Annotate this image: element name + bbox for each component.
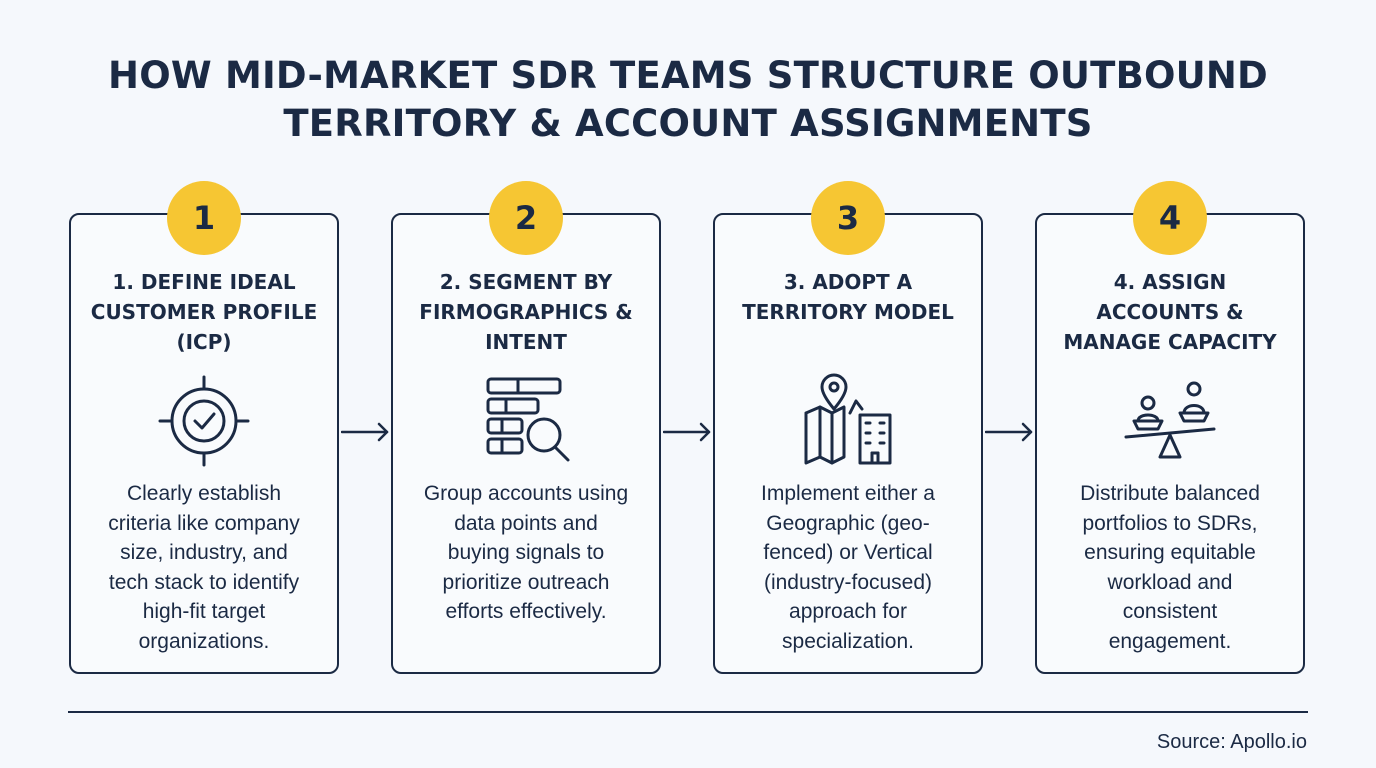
step-description: Distribute balanced portfolios to SDRs, …	[1045, 479, 1295, 656]
step-description-line: size, industry, and	[120, 541, 288, 564]
step-description-line: high-fit target	[142, 600, 266, 623]
step-description: Group accounts using data points and buy…	[401, 479, 651, 627]
step-description-line: approach for	[789, 600, 907, 623]
step-description-line: prioritize outreach	[442, 570, 610, 594]
title-line-2: TERRITORY & ACCOUNT ASSIGNMENTS	[283, 102, 1093, 145]
step-description-line: Implement either a	[761, 482, 935, 505]
data-search-icon	[486, 377, 570, 462]
step-description-line: data points and	[454, 511, 598, 535]
step-description-line: portfolios to SDRs,	[1082, 511, 1258, 535]
step-card-4: 4 4. ASSIGN ACCOUNTS & MANAGE CAPACITY D…	[1035, 181, 1305, 674]
step-description-line: ensuring equitable	[1084, 541, 1256, 564]
step-title-line: (ICP)	[176, 330, 232, 354]
step-description-line: specialization.	[782, 629, 914, 653]
step-description-line: engagement.	[1108, 629, 1232, 653]
step-description-line: Clearly establish	[126, 482, 282, 505]
step-title-line: TERRITORY MODEL	[742, 300, 954, 324]
title-line-1: HOW MID-MARKET SDR TEAMS STRUCTURE OUTBO…	[108, 54, 1268, 97]
step-title-line: ACCOUNTS &	[1096, 300, 1244, 324]
step-description: Clearly establish criteria like company …	[79, 479, 329, 656]
step-description-line: tech stack to identify	[108, 570, 300, 594]
step-title: 3. ADOPT A TERRITORY MODEL	[723, 267, 973, 327]
step-description-line: workload and	[1107, 570, 1233, 594]
arrow-right-icon	[985, 422, 1033, 442]
step-card-3: 3 3. ADOPT A TERRITORY MODEL Implement e…	[713, 181, 983, 674]
step-description-line: buying signals to	[447, 541, 605, 564]
step-title: 1. DEFINE IDEAL CUSTOMER PROFILE (ICP)	[79, 267, 329, 357]
target-icon	[158, 375, 250, 467]
page-title: HOW MID-MARKET SDR TEAMS STRUCTURE OUTBO…	[0, 52, 1376, 148]
step-title-line: MANAGE CAPACITY	[1063, 330, 1277, 354]
step-title-line: 4. ASSIGN	[1113, 270, 1227, 294]
step-description-line: Distribute balanced	[1080, 482, 1260, 505]
step-description-line: consistent	[1122, 600, 1218, 623]
step-title-line: 2. SEGMENT BY	[439, 270, 613, 294]
arrow-right-icon	[341, 422, 389, 442]
step-title: 2. SEGMENT BY FIRMOGRAPHICS & INTENT	[401, 267, 651, 357]
step-description-line: organizations.	[138, 629, 270, 653]
step-number-badge: 4	[1133, 181, 1207, 255]
step-description-line: Group accounts using	[423, 482, 629, 505]
footer-divider	[68, 711, 1308, 713]
step-title-line: 3. ADOPT A	[783, 270, 913, 294]
step-title: 4. ASSIGN ACCOUNTS & MANAGE CAPACITY	[1045, 267, 1295, 357]
step-number-badge: 3	[811, 181, 885, 255]
balance-scale-icon	[1124, 381, 1216, 459]
step-title-line: INTENT	[485, 330, 567, 354]
step-description-line: criteria like company	[108, 511, 300, 535]
step-description-line: fenced) or Vertical	[763, 541, 933, 564]
step-number-badge: 2	[489, 181, 563, 255]
step-title-line: 1. DEFINE IDEAL	[112, 270, 296, 294]
source-note: Source: Apollo.io	[1156, 731, 1307, 753]
step-title-line: FIRMOGRAPHICS &	[419, 300, 633, 324]
arrow-right-icon	[663, 422, 711, 442]
step-description-line: Geographic (geo-	[766, 511, 930, 535]
step-number-badge: 1	[167, 181, 241, 255]
step-card-1: 1 1. DEFINE IDEAL CUSTOMER PROFILE (ICP)…	[69, 181, 339, 674]
step-description-line: (industry-focused)	[763, 570, 933, 594]
step-title-line: CUSTOMER PROFILE	[90, 300, 318, 324]
step-description: Implement either a Geographic (geo- fenc…	[723, 479, 973, 656]
step-card-2: 2 2. SEGMENT BY FIRMOGRAPHICS & INTENT G…	[391, 181, 661, 674]
step-description-line: efforts effectively.	[445, 600, 607, 623]
map-building-icon	[804, 373, 892, 465]
